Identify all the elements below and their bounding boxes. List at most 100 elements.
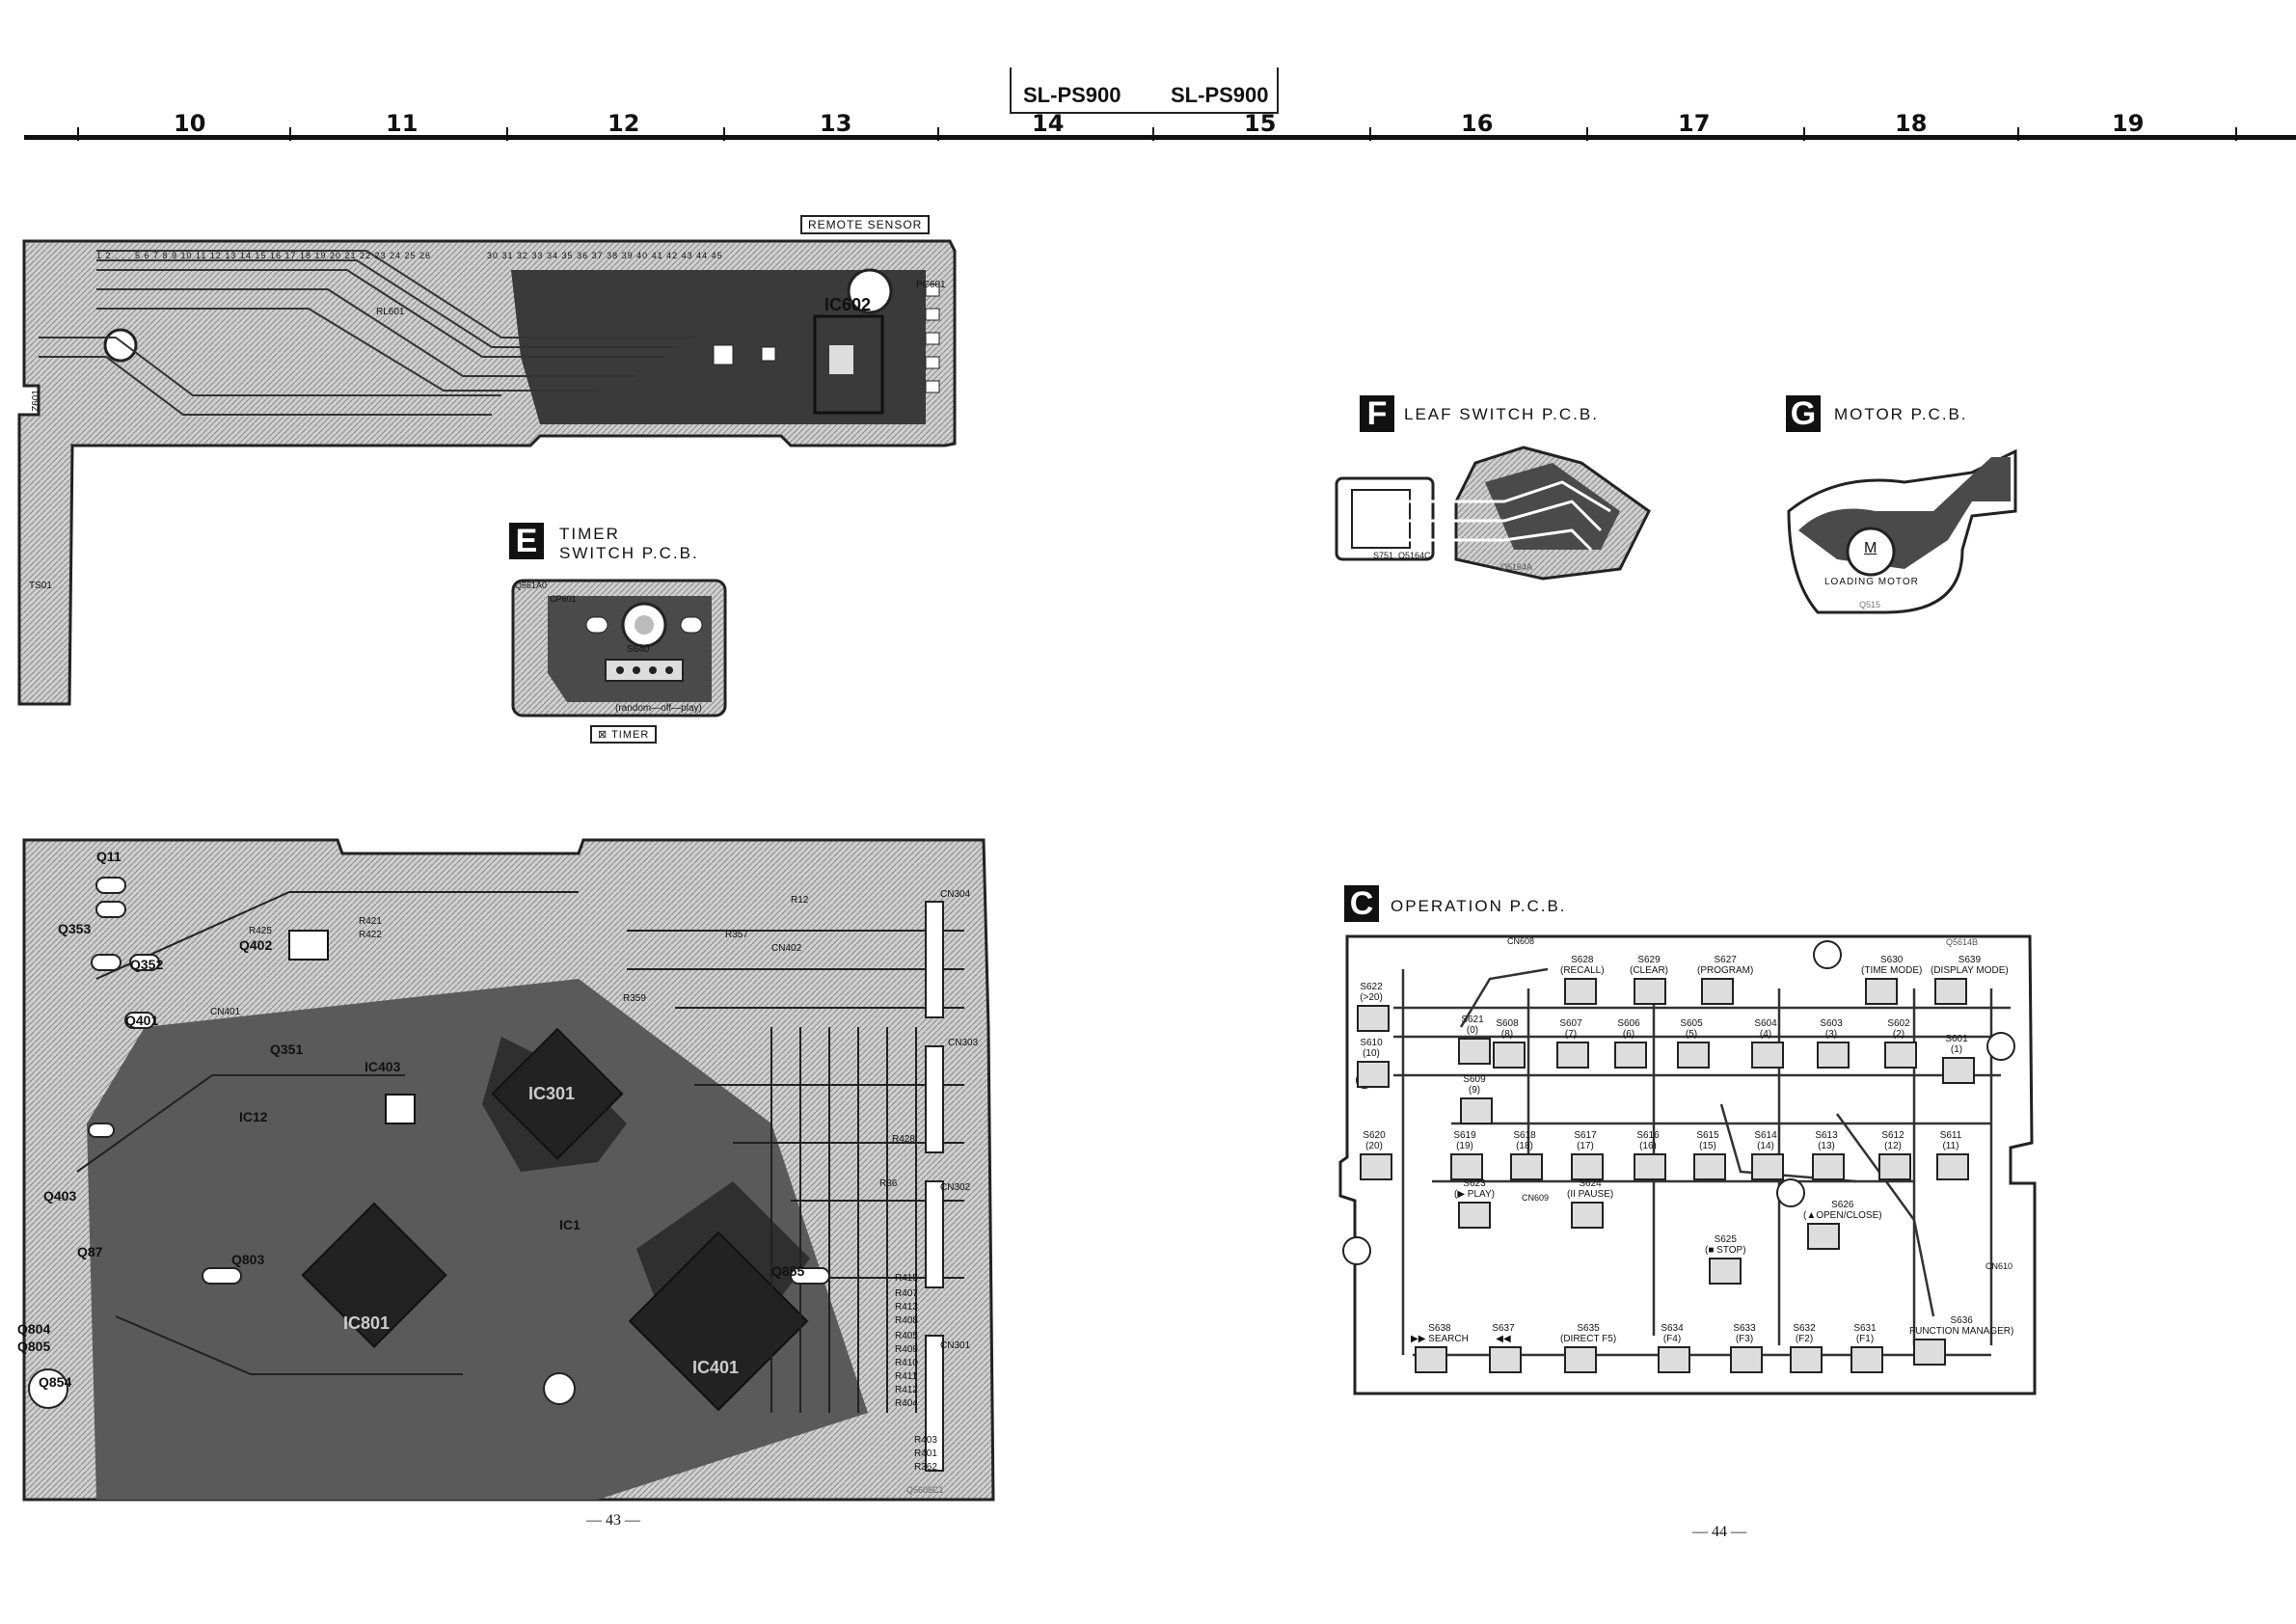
- switch-function: ▶▶ SEARCH: [1411, 1334, 1469, 1344]
- switch-pad: [1701, 978, 1734, 1005]
- switch-s622: S622(>20): [1353, 982, 1390, 1032]
- switch-pad: [1730, 1346, 1763, 1373]
- main-board-code: Q5605C1: [906, 1485, 944, 1495]
- switch-s615: S615(15): [1689, 1130, 1726, 1180]
- switch-function: (10): [1363, 1048, 1380, 1059]
- pc601-label: PC601: [916, 280, 946, 290]
- column-ruler: [24, 135, 2296, 140]
- switch-s626: S626(▲OPEN/CLOSE): [1803, 1200, 1882, 1250]
- switch-id: S609: [1463, 1074, 1486, 1085]
- switch-s612: S612(12): [1875, 1130, 1911, 1180]
- switch-id: S616: [1636, 1130, 1660, 1141]
- column-number-15: 15: [1244, 110, 1277, 137]
- switch-id: S630: [1879, 955, 1904, 965]
- resistor-r408: R408: [895, 1315, 918, 1326]
- switch-pad: [1884, 1042, 1917, 1069]
- resistor-r404: R404: [895, 1398, 918, 1409]
- switch-pad: [1510, 1153, 1543, 1180]
- switch-pad: [1556, 1042, 1589, 1069]
- resistor-r425: R425: [249, 926, 272, 936]
- switch-id: S636: [1950, 1315, 1973, 1326]
- switch-pad: [1913, 1339, 1946, 1366]
- switch-s629: S629(CLEAR): [1630, 955, 1668, 1005]
- resistor-r362: R362: [914, 1462, 937, 1473]
- switch-id: S613: [1815, 1130, 1838, 1141]
- column-number-18: 18: [1895, 110, 1928, 137]
- ts01-label: TS01: [29, 581, 52, 591]
- switch-pad: [1614, 1042, 1647, 1069]
- transistor-q805: Q805: [17, 1339, 51, 1354]
- switch-pad: [1658, 1346, 1690, 1373]
- switch-id: S610: [1360, 1038, 1383, 1048]
- switch-function: (11): [1942, 1141, 1959, 1151]
- switch-id: S637: [1492, 1323, 1515, 1334]
- ruler-tick: [2235, 127, 2237, 141]
- ic403-label: IC403: [365, 1059, 401, 1074]
- switch-function: FUNCTION MANAGER): [1909, 1326, 2014, 1337]
- switch-s609: S609(9): [1456, 1074, 1493, 1124]
- switch-id: S620: [1363, 1130, 1386, 1141]
- switch-id: S603: [1820, 1018, 1843, 1029]
- column-number-16: 16: [1461, 110, 1494, 137]
- switch-id: S627: [1714, 955, 1737, 965]
- switch-id: S633: [1733, 1323, 1756, 1334]
- switch-s632: S632(F2): [1786, 1323, 1823, 1373]
- switch-function: (19): [1456, 1141, 1473, 1151]
- switch-pad: [1489, 1346, 1522, 1373]
- switch-pad: [1709, 1258, 1742, 1285]
- resistor-r407: R407: [895, 1288, 918, 1299]
- switch-function: (DISPLAY MODE): [1931, 965, 2009, 976]
- switch-id: S606: [1617, 1018, 1640, 1029]
- switch-function: (6): [1622, 1029, 1635, 1040]
- column-number-12: 12: [608, 110, 640, 137]
- switch-function: (20): [1365, 1141, 1383, 1151]
- switch-id: S638: [1428, 1323, 1451, 1334]
- switch-id: S635: [1577, 1323, 1600, 1334]
- switch-pad: [1634, 1153, 1666, 1180]
- transistor-q353: Q353: [58, 921, 92, 936]
- connector-cn402: CN402: [771, 943, 802, 954]
- cn609-label: CN609: [1522, 1193, 1550, 1203]
- switch-s608: S608(8): [1489, 1018, 1526, 1069]
- transistor-q402: Q402: [239, 937, 273, 953]
- switch-pad: [1634, 978, 1666, 1005]
- switch-id: S629: [1637, 955, 1661, 965]
- switch-pad: [1936, 1153, 1969, 1180]
- switch-function: (▶ PLAY): [1454, 1189, 1495, 1200]
- switch-id: S608: [1496, 1018, 1519, 1029]
- switch-pad: [1812, 1153, 1845, 1180]
- transistor-q804: Q804: [17, 1321, 51, 1337]
- badge-g: G: [1786, 395, 1821, 432]
- resistor-r412: R412: [895, 1385, 918, 1395]
- ruler-tick: [2017, 127, 2019, 141]
- switch-id: S631: [1853, 1323, 1877, 1334]
- switch-id: S626: [1831, 1200, 1854, 1210]
- switch-s623: S623(▶ PLAY): [1454, 1178, 1495, 1229]
- switch-function: (II PAUSE): [1567, 1189, 1614, 1200]
- display-pins-left: 1 2 . . . 5 6 7 8 9 10 11 12 13 14 15 16…: [96, 251, 432, 260]
- switch-id: S607: [1559, 1018, 1582, 1029]
- page-number-left: — 43 —: [586, 1512, 640, 1529]
- switch-function: (RECALL): [1560, 965, 1605, 976]
- switch-s625: S625(■ STOP): [1705, 1234, 1746, 1285]
- switch-id: S615: [1696, 1130, 1719, 1141]
- switch-id: S639: [1958, 955, 1982, 965]
- column-number-17: 17: [1678, 110, 1711, 137]
- column-number-10: 10: [174, 110, 206, 137]
- switch-pad: [1571, 1202, 1604, 1229]
- transistor-q855: Q855: [771, 1263, 805, 1279]
- timer-board-title-line1: TIMER: [559, 525, 620, 543]
- switch-function: (F4): [1662, 1334, 1682, 1344]
- switch-s634: S634(F4): [1654, 1323, 1690, 1373]
- resistor-r410: R410: [895, 1358, 918, 1368]
- switch-s606: S606(6): [1610, 1018, 1647, 1069]
- timer-board: [511, 579, 727, 717]
- switch-function: (14): [1757, 1141, 1774, 1151]
- switch-pad: [1493, 1042, 1526, 1069]
- ic1-label: IC1: [559, 1217, 581, 1232]
- switch-s624: S624(II PAUSE): [1567, 1178, 1613, 1229]
- switch-pad: [1865, 978, 1898, 1005]
- switch-pad: [1357, 1005, 1390, 1032]
- switch-function: (17): [1577, 1141, 1594, 1151]
